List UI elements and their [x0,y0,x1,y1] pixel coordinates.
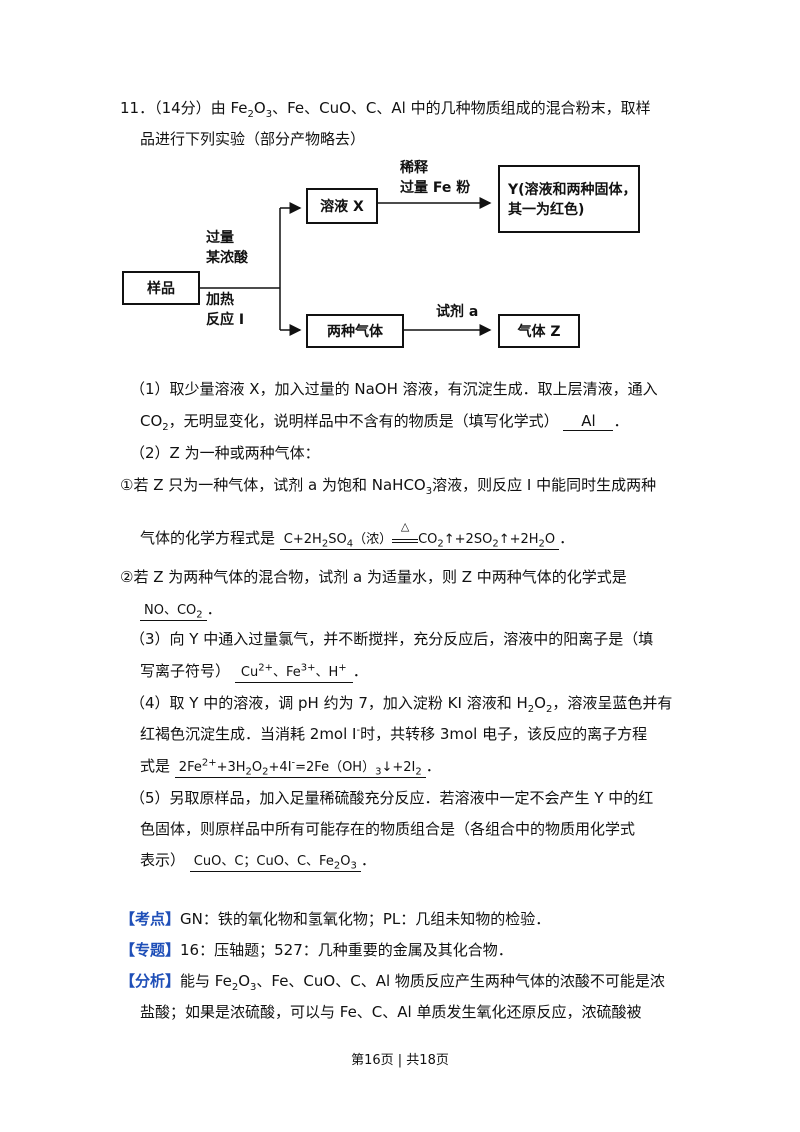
label-heat: 加热 反应 I [206,292,245,328]
part2b-line2: NO、CO2． [140,598,222,621]
part3-line2: 写离子符号） Cu2+、Fe3+、H+． [140,660,368,683]
part1-line1: （1）取少量溶液 X，加入过量的 NaOH 溶液，有沉淀生成．取上层清液，通入 [130,380,658,398]
zhuanti-tag: 【专题】 [120,941,181,959]
part1-line2: CO2，无明显变化，说明样品中不含有的物质是（填写化学式） Al． [140,412,629,433]
page-footer: 第16页 | 共18页 [351,1053,449,1068]
zhuanti-line: 【专题】16：压轴题；527：几种重要的金属及其化合物． [120,941,513,959]
fenxi-line2: 盐酸；如果是浓硫酸，可以与 Fe、C、Al 单质发生氧化还原反应，浓硫酸被 [140,1003,642,1021]
question-stem-line1: 11．（14分）由 Fe2O3、Fe、CuO、C、Al 中的几种物质组成的混合粉… [120,99,651,120]
y-box: Y(溶液和两种固体， 其一为红色) [498,165,640,233]
solution-x-box: 溶液 X [306,188,378,224]
sample-box: 样品 [122,271,200,305]
part2a-line1: ①若 Z 只为一种气体，试剂 a 为饱和 NaHCO3溶液，则反应 I 中能同时… [120,476,657,497]
part2-line1: （2）Z 为一种或两种气体： [130,444,320,462]
question-number: 11． [120,99,155,117]
part4-line1: （4）取 Y 中的溶液，调 pH 约为 7，加入淀粉 KI 溶液和 H2O2，溶… [130,694,673,715]
part5-line2: 色固体，则原样品中所有可能存在的物质组合是（各组合中的物质用化学式 [140,820,636,838]
part3-answer: Cu2+、Fe3+、H+ [234,663,353,683]
part4-equation: 2Fe2++3H2O2+4I-=2Fe（OH）3↓+2I2 [174,758,426,778]
question-stem-line2: 品进行下列实验（部分产物略去） [140,130,366,148]
part5-line1: （5）另取原样品，加入足量稀硫酸充分反应．若溶液中一定不会产生 Y 中的红 [130,789,654,807]
part5-answer: CuO、C；CuO、C、Fe2O3 [189,853,361,872]
part2a-equation: C+2H2SO4（浓） △ CO2↑+2SO2↑+2H2O [279,520,560,550]
label-acid: 过量 某浓酸 [206,230,248,266]
part3-line1: （3）向 Y 中通入过量氯气，并不断搅拌，充分反应后，溶液中的阳离子是（填 [130,630,654,648]
two-gases-box: 两种气体 [306,314,404,348]
fenxi-line1: 【分析】能与 Fe2O3、Fe、CuO、C、Al 物质反应产生两种气体的浓酸不可… [120,972,665,993]
label-reagent: 试剂 a [436,304,479,320]
kaodian-tag: 【考点】 [120,910,181,928]
label-dilute: 稀释 过量 Fe 粉 [400,160,471,196]
gas-z-box: 气体 Z [498,314,580,348]
part2b-answer: NO、CO2 [140,602,207,621]
part4-line3: 式是 2Fe2++3H2O2+4I-=2Fe（OH）3↓+2I2． [140,757,441,778]
part2a-line2: 气体的化学方程式是 C+2H2SO4（浓） △ CO2↑+2SO2↑+2H2O … [140,520,575,550]
part2b-line1: ②若 Z 为两种气体的混合物，试剂 a 为适量水，则 Z 中两种气体的化学式是 [120,568,627,586]
kaodian-line: 【考点】GN：铁的氧化物和氢氧化物；PL：几组未知物的检验． [120,910,551,928]
part5-line3: 表示） CuO、C；CuO、C、Fe2O3． [140,851,376,872]
flow-diagram-lines [199,197,492,336]
heat-condition: △ [400,520,410,533]
fenxi-tag: 【分析】 [120,972,181,990]
question-score: （14分） [154,99,211,117]
part4-line2: 红褐色沉淀生成．当消耗 2mol I-时，共转移 3mol 电子，该反应的离子方… [140,725,648,743]
part1-answer: Al [563,412,614,431]
